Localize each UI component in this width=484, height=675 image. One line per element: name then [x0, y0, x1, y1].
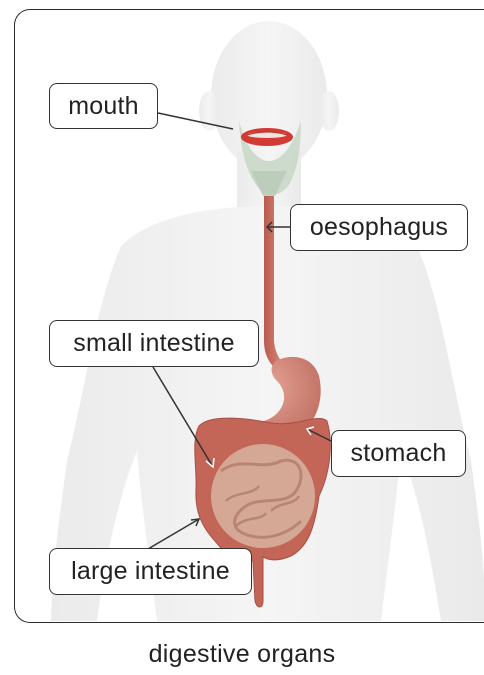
small-intestine-label: small intestine	[49, 320, 259, 367]
stomach-label: stomach	[331, 430, 466, 477]
small-intestine	[211, 444, 315, 548]
large-intestine-label: large intestine	[49, 548, 252, 595]
mouth-label: mouth	[49, 83, 158, 129]
oesophagus-label: oesophagus	[290, 204, 468, 251]
diagram-frame: mouth oesophagus small intestine stomach…	[14, 9, 484, 623]
figure-caption: digestive organs	[0, 640, 484, 669]
lips	[241, 128, 293, 146]
